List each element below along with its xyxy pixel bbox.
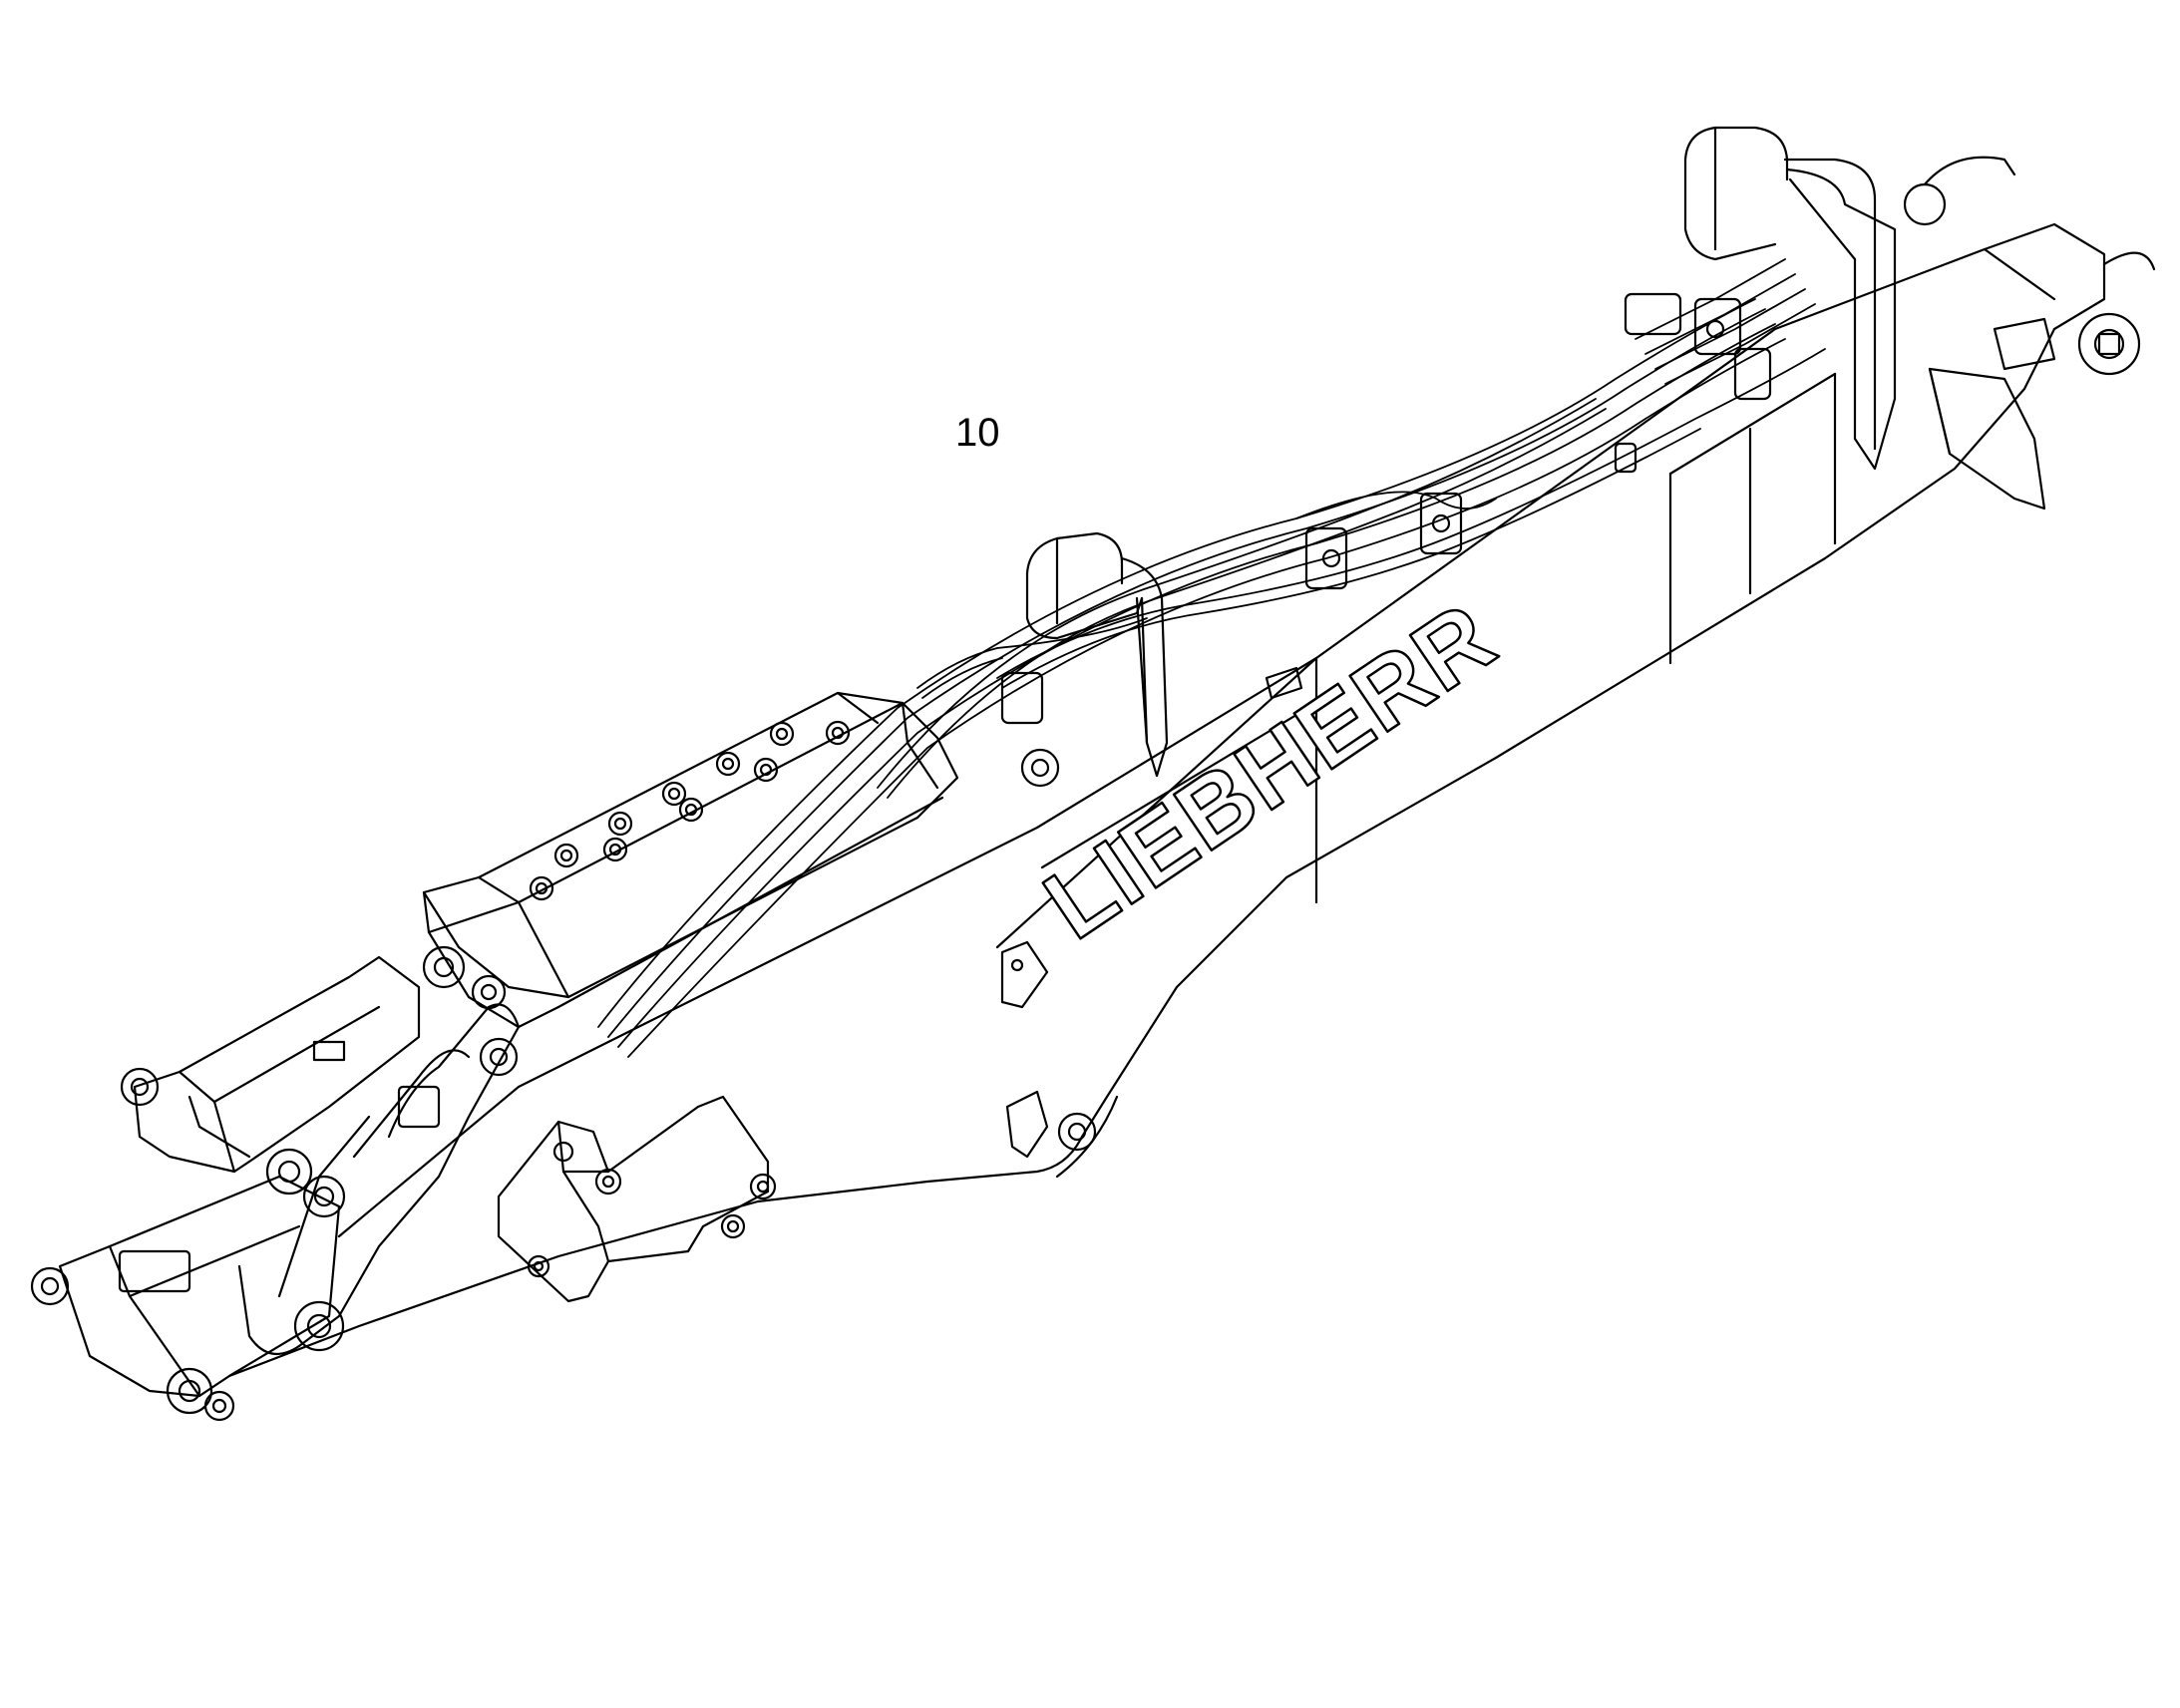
cylinder-bolt-row (529, 720, 851, 901)
mounting-bracket (497, 1095, 777, 1303)
pivot-pins (30, 748, 1097, 1422)
hose-bundle (597, 258, 1826, 1058)
boom-brand-lettering: LIEBHERR (1025, 580, 1514, 959)
hose-clamps (1000, 292, 1772, 725)
side-fittings (1000, 156, 2156, 1159)
hose-guide-bracket-front (1025, 531, 1169, 778)
boom-body (227, 222, 2106, 1378)
cylinder-housing (422, 691, 959, 1029)
front-linkage (58, 955, 521, 1398)
hose-guide-bracket-rear (1683, 126, 1897, 471)
part-callout-label: 10 (955, 411, 1000, 455)
